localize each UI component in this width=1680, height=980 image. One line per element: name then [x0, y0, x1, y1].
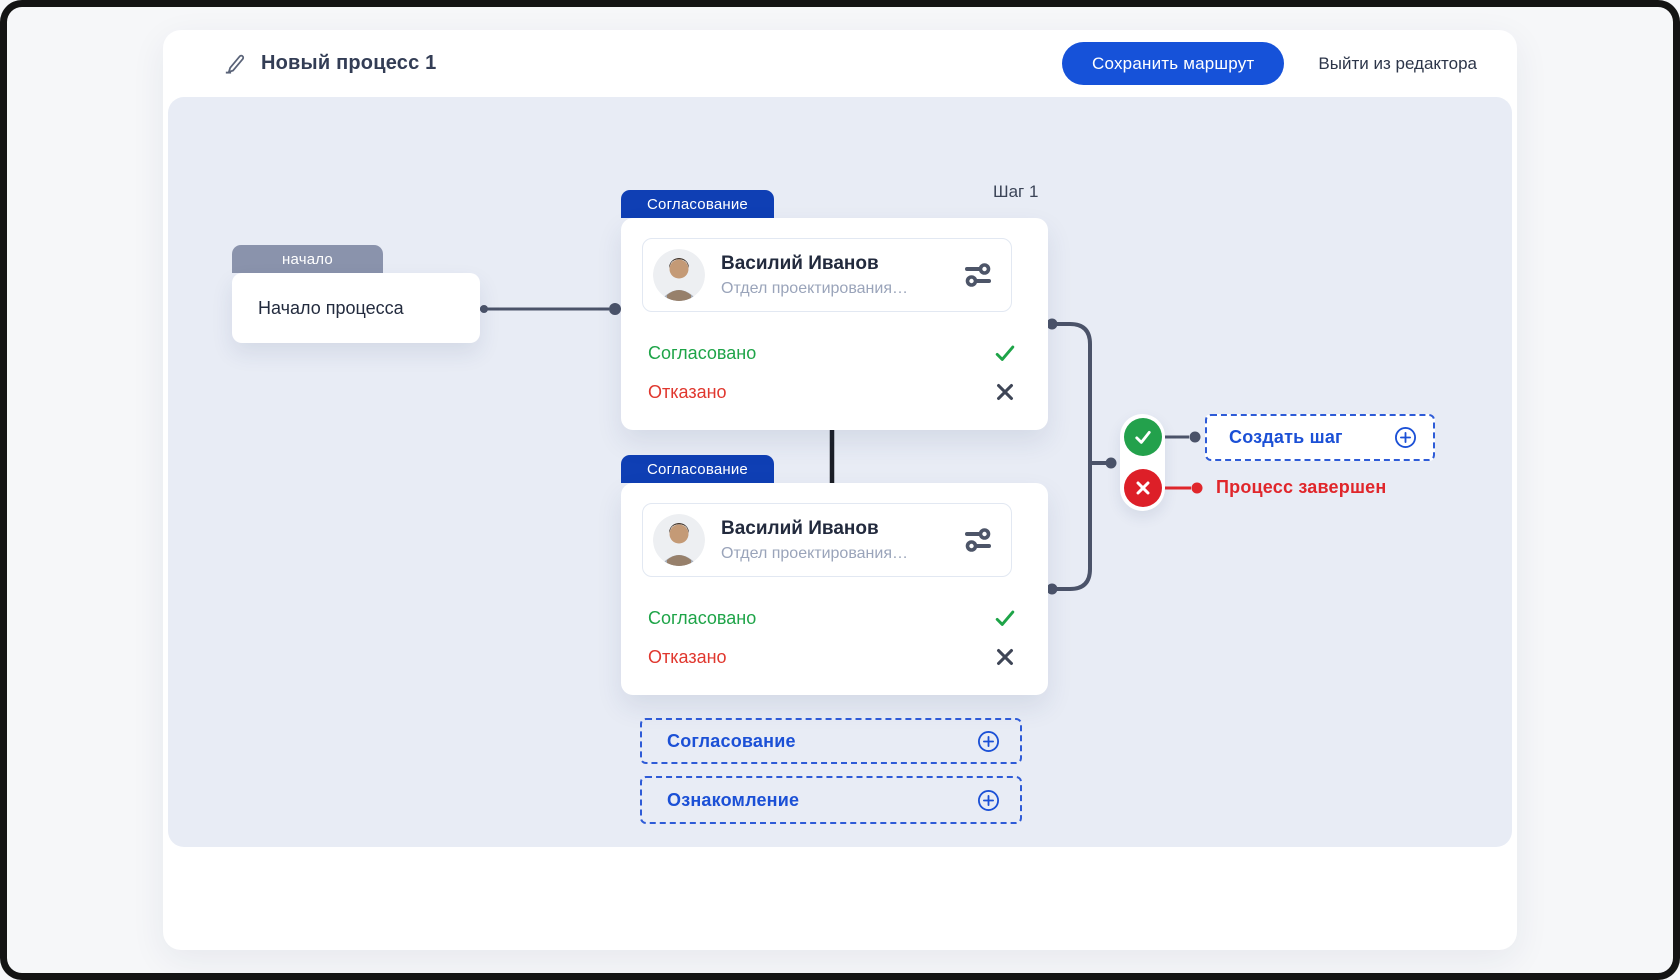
plus-circle-icon	[978, 730, 999, 752]
approval-card-2[interactable]: Василий Иванов Отдел проектирования… Сог…	[621, 483, 1048, 695]
approve-row: Согласовано	[648, 341, 1021, 365]
cross-circle-icon[interactable]	[1123, 469, 1162, 507]
check-icon	[995, 345, 1015, 361]
approval-card-1[interactable]: Василий Иванов Отдел проектирования… Сог…	[621, 218, 1048, 430]
add-approval-step-button[interactable]: Согласование	[640, 718, 1022, 764]
assignee-department: Отдел проектирования…	[721, 544, 908, 562]
process-finished-label: Процесс завершен	[1216, 477, 1387, 497]
create-step-label: Создать шаг	[1229, 427, 1343, 447]
start-node-tab: начало	[232, 245, 383, 273]
reject-row: Отказано	[648, 380, 1021, 404]
sliders-icon[interactable]	[963, 525, 993, 555]
cross-icon	[997, 649, 1013, 665]
avatar	[653, 249, 705, 301]
assignee-department: Отдел проектирования…	[721, 279, 908, 297]
plus-circle-icon	[1395, 427, 1416, 448]
process-editor-window: Новый процесс 1 Сохранить маршрут Выйти …	[163, 30, 1517, 950]
reject-row: Отказано	[648, 645, 1021, 669]
reject-label: Отказано	[648, 646, 727, 667]
avatar	[653, 514, 705, 566]
create-step-button[interactable]: Создать шаг	[1205, 414, 1435, 461]
approve-label: Согласовано	[648, 607, 757, 628]
edit-title-icon[interactable]	[222, 52, 245, 75]
page-title: Новый процесс 1	[261, 52, 437, 74]
reject-label: Отказано	[648, 381, 727, 402]
editor-header: Новый процесс 1 Сохранить маршрут Выйти …	[163, 30, 1517, 97]
sliders-icon[interactable]	[963, 260, 993, 290]
add-approval-label: Согласование	[667, 730, 796, 751]
cross-icon	[997, 384, 1013, 400]
plus-circle-icon	[978, 789, 999, 811]
check-icon	[995, 610, 1015, 626]
check-circle-icon[interactable]	[1123, 418, 1162, 456]
add-review-label: Ознакомление	[667, 789, 800, 810]
approval-card-1-tab: Согласование	[621, 190, 774, 218]
process-canvas: Шаг 1 начало Начало процесса Согласовани…	[168, 97, 1512, 847]
exit-editor-button[interactable]: Выйти из редактора	[1318, 53, 1477, 73]
assignee-box[interactable]: Василий Иванов Отдел проектирования…	[642, 503, 1012, 577]
assignee-name: Василий Иванов	[721, 517, 879, 539]
approve-label: Согласовано	[648, 342, 757, 363]
approve-row: Согласовано	[648, 606, 1021, 630]
add-review-step-button[interactable]: Ознакомление	[640, 776, 1022, 824]
approval-card-2-tab: Согласование	[621, 455, 774, 483]
assignee-name: Василий Иванов	[721, 252, 879, 274]
save-route-button[interactable]: Сохранить маршрут	[1062, 42, 1285, 85]
start-node[interactable]: Начало процесса	[232, 273, 480, 343]
assignee-box[interactable]: Василий Иванов Отдел проектирования…	[642, 238, 1012, 312]
outcome-pill	[1120, 414, 1165, 511]
step-label: Шаг 1	[993, 182, 1039, 201]
